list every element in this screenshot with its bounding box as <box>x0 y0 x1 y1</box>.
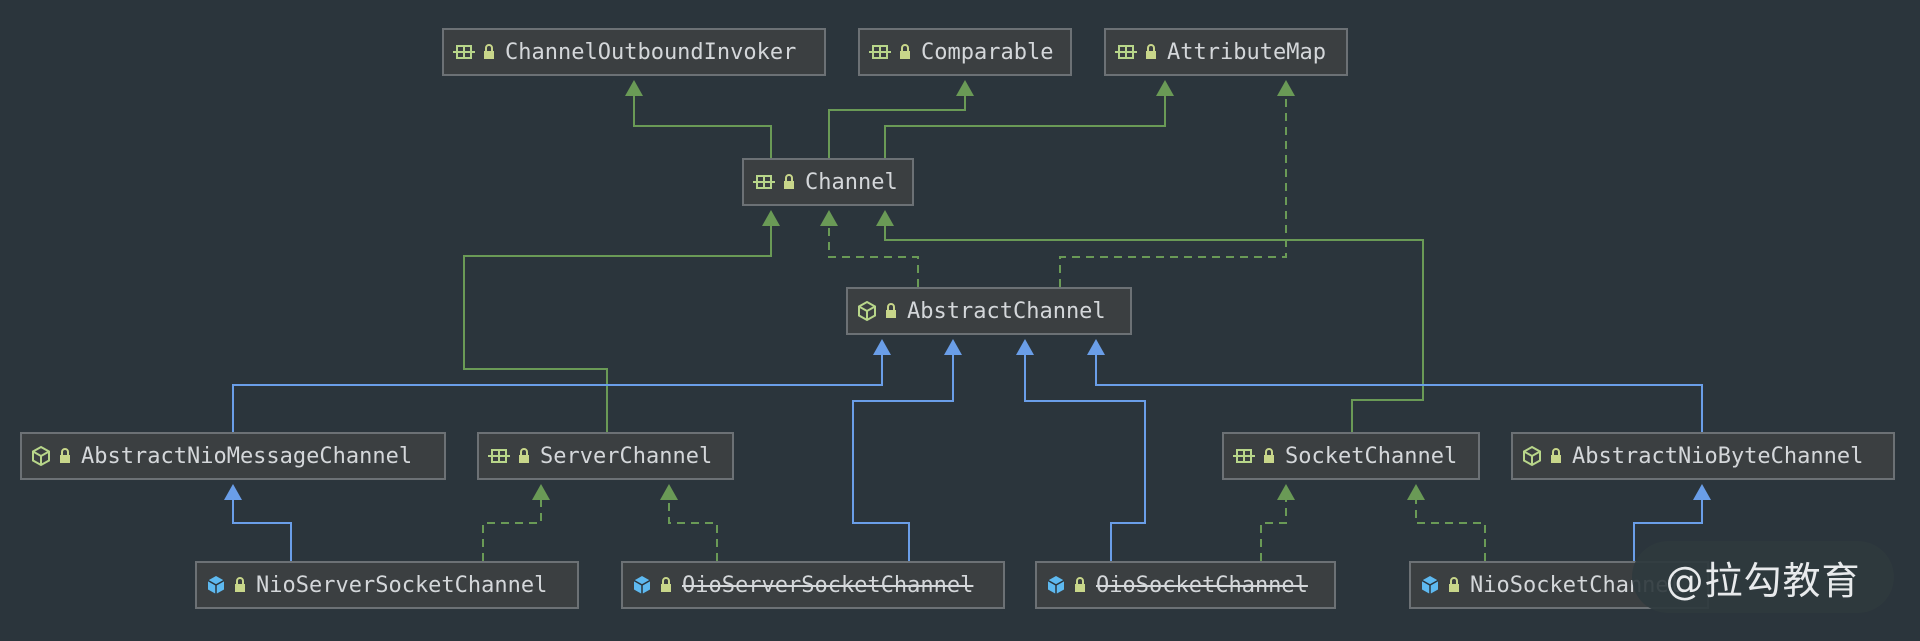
lock-icon <box>900 44 910 59</box>
lock-icon <box>784 174 794 189</box>
node-comparable[interactable]: Comparable <box>858 28 1072 76</box>
edge-abstract-nio-message-channel-to-abstract-channel <box>232 355 883 432</box>
arrowhead <box>1016 339 1034 355</box>
arrowhead <box>873 339 891 355</box>
node-label: Channel <box>805 169 898 195</box>
node-attribute-map[interactable]: AttributeMap <box>1104 28 1348 76</box>
node-label: OioSocketChannel <box>1096 572 1308 598</box>
arrowhead <box>1087 339 1105 355</box>
arrowhead <box>956 80 974 96</box>
lock-icon <box>1146 44 1156 59</box>
arrowhead <box>1277 80 1295 96</box>
lock-icon <box>60 448 70 463</box>
class-icon <box>207 576 225 594</box>
node-label: ServerChannel <box>540 443 713 469</box>
lock-icon <box>1264 448 1274 463</box>
node-label: AbstractNioByteChannel <box>1572 443 1864 469</box>
arrowhead <box>625 80 643 96</box>
node-label: SocketChannel <box>1285 443 1458 469</box>
node-oio-socket-channel[interactable]: OioSocketChannel <box>1035 561 1336 609</box>
abstract-class-icon <box>858 300 876 322</box>
lock-icon <box>235 577 245 592</box>
lock-icon <box>661 577 671 592</box>
node-label: AbstractNioMessageChannel <box>81 443 413 469</box>
edge-abstract-channel-to-channel <box>828 226 919 287</box>
edge-server-channel-to-channel <box>463 226 772 432</box>
node-channel[interactable]: Channel <box>742 158 914 206</box>
abstract-class-icon <box>1523 445 1541 467</box>
lock-icon <box>484 44 494 59</box>
lock-icon <box>1551 448 1561 463</box>
class-icon <box>633 576 651 594</box>
edge-channel-to-attribute-map <box>884 96 1166 158</box>
arrowhead <box>820 210 838 226</box>
arrowhead <box>876 210 894 226</box>
node-abstract-nio-message-channel[interactable]: AbstractNioMessageChannel <box>20 432 446 480</box>
class-icon <box>1047 576 1065 594</box>
arrowhead <box>1277 484 1295 500</box>
arrowhead <box>224 484 242 500</box>
node-label: AbstractChannel <box>907 298 1106 324</box>
lock-icon <box>1449 577 1459 592</box>
lock-icon <box>1075 577 1085 592</box>
arrowhead <box>532 484 550 500</box>
edge-oio-server-socket-channel-to-abstract-channel <box>852 355 954 561</box>
edge-channel-to-channel-outbound-invoker <box>633 96 772 158</box>
interface-icon <box>1115 45 1137 59</box>
lock-icon <box>519 448 529 463</box>
interface-icon <box>1233 449 1255 463</box>
arrowhead <box>1693 484 1711 500</box>
edge-channel-to-comparable <box>828 96 966 158</box>
edge-nio-server-socket-channel-to-abstract-nio-message-channel <box>232 500 292 561</box>
edge-oio-socket-channel-to-socket-channel <box>1260 500 1287 561</box>
edge-oio-server-socket-channel-to-server-channel <box>668 500 718 561</box>
interface-icon <box>753 175 775 189</box>
node-label: AttributeMap <box>1167 39 1326 65</box>
arrowhead <box>762 210 780 226</box>
node-label: ChannelOutboundInvoker <box>505 39 797 65</box>
node-channel-outbound-invoker[interactable]: ChannelOutboundInvoker <box>442 28 826 76</box>
edge-socket-channel-to-channel <box>884 226 1424 432</box>
node-nio-server-socket-channel[interactable]: NioServerSocketChannel <box>195 561 579 609</box>
node-server-channel[interactable]: ServerChannel <box>477 432 734 480</box>
interface-icon <box>453 45 475 59</box>
node-oio-server-socket-channel[interactable]: OioServerSocketChannel <box>621 561 1005 609</box>
interface-icon <box>488 449 510 463</box>
node-label: NioServerSocketChannel <box>256 572 548 598</box>
interface-icon <box>869 45 891 59</box>
watermark: @拉勾教育 <box>1632 541 1894 613</box>
abstract-class-icon <box>32 445 50 467</box>
node-abstract-nio-byte-channel[interactable]: AbstractNioByteChannel <box>1511 432 1895 480</box>
node-socket-channel[interactable]: SocketChannel <box>1222 432 1480 480</box>
arrowhead <box>1156 80 1174 96</box>
arrowhead <box>944 339 962 355</box>
edge-nio-socket-channel-to-abstract-nio-byte-channel <box>1633 500 1703 561</box>
edge-abstract-nio-byte-channel-to-abstract-channel <box>1095 355 1703 432</box>
edge-nio-socket-channel-to-socket-channel <box>1415 500 1486 561</box>
edge-nio-server-socket-channel-to-server-channel <box>482 500 542 561</box>
node-label: OioServerSocketChannel <box>682 572 974 598</box>
node-abstract-channel[interactable]: AbstractChannel <box>846 287 1132 335</box>
arrowhead <box>660 484 678 500</box>
lock-icon <box>886 303 896 318</box>
node-label: Comparable <box>921 39 1054 65</box>
arrowhead <box>1407 484 1425 500</box>
edge-abstract-channel-to-attribute-map <box>1059 96 1287 287</box>
class-icon <box>1421 576 1439 594</box>
edge-oio-socket-channel-to-abstract-channel <box>1024 355 1146 561</box>
